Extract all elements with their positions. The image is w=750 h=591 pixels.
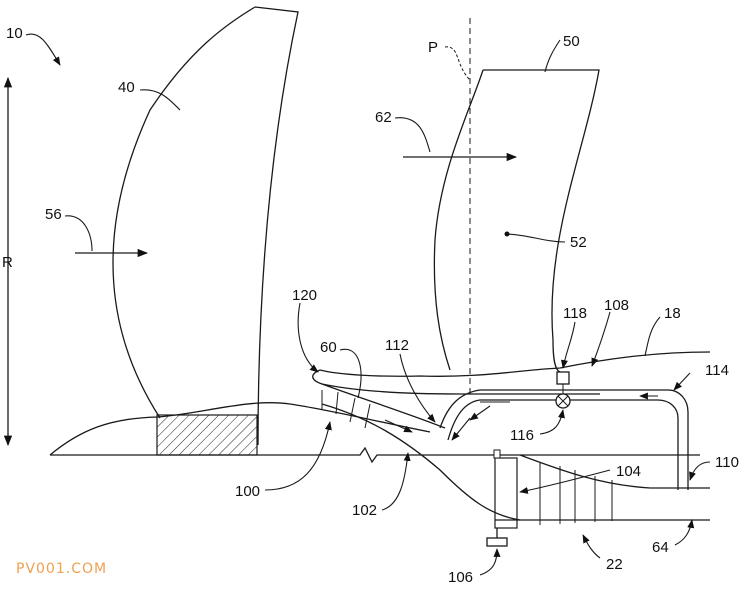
ref-118: 118 bbox=[563, 305, 587, 322]
flow-arrow-bleed-1 bbox=[673, 372, 691, 391]
ref-56: 56 bbox=[45, 206, 62, 223]
inlet-duct-upper bbox=[321, 383, 446, 429]
ref-64: 64 bbox=[652, 539, 669, 556]
leader-50 bbox=[544, 39, 561, 73]
flow-arrow-bleed-3 bbox=[469, 405, 491, 421]
fan-blade bbox=[112, 6, 299, 446]
ref-40: 40 bbox=[118, 79, 135, 96]
valve-actuator-118 bbox=[556, 371, 570, 385]
inlet-strut-4 bbox=[364, 403, 371, 429]
engine-base-line bbox=[50, 446, 425, 464]
ref-60: 60 bbox=[320, 339, 337, 356]
bleed-duct-inner bbox=[447, 399, 679, 490]
ref-112: 112 bbox=[385, 337, 409, 354]
leader-116 bbox=[539, 409, 565, 435]
leader-10 bbox=[25, 33, 61, 66]
compressor-outer bbox=[425, 454, 710, 489]
leader-64 bbox=[674, 519, 695, 546]
inlet-strut-2 bbox=[335, 391, 339, 415]
leader-22 bbox=[582, 534, 601, 559]
leader-18 bbox=[644, 316, 661, 357]
leader-52 bbox=[506, 233, 566, 243]
ref-120: 120 bbox=[292, 287, 317, 304]
ref-50: 50 bbox=[563, 33, 580, 50]
leader-40 bbox=[139, 89, 181, 111]
leader-110 bbox=[689, 461, 711, 481]
actuator-top-stub bbox=[493, 449, 501, 459]
leader-106 bbox=[479, 548, 501, 576]
inlet-duct-lower bbox=[321, 403, 521, 521]
compressor-stage-box bbox=[494, 457, 518, 529]
leader-P bbox=[444, 46, 471, 81]
ref-22: 22 bbox=[606, 556, 623, 573]
blade-root-hatched bbox=[156, 414, 258, 456]
ref-18: 18 bbox=[664, 305, 681, 322]
ref-62: 62 bbox=[375, 109, 392, 126]
watermark: PV001.COM bbox=[16, 561, 107, 577]
inlet-strut-3 bbox=[349, 397, 356, 423]
flow-arrow-inlet-2 bbox=[451, 417, 471, 441]
leader-120 bbox=[297, 302, 319, 373]
leader-112 bbox=[399, 353, 436, 423]
flow-arrow-inlet-1 bbox=[384, 419, 413, 433]
bleed-duct-outer bbox=[439, 389, 689, 490]
ref-108: 108 bbox=[604, 297, 629, 314]
ref-106: 106 bbox=[448, 569, 473, 586]
leader-100 bbox=[264, 421, 332, 491]
leader-102 bbox=[381, 452, 411, 511]
leader-62 bbox=[394, 117, 431, 153]
ref-P: P bbox=[428, 39, 438, 56]
point-52-dot bbox=[504, 231, 510, 237]
leader-108 bbox=[591, 311, 611, 367]
outer-casing bbox=[319, 351, 711, 377]
ref-R: R bbox=[2, 254, 13, 271]
leader-104 bbox=[519, 469, 611, 494]
ref-104: 104 bbox=[616, 463, 641, 480]
leader-60 bbox=[339, 348, 362, 399]
outlet-guide-vane bbox=[433, 69, 600, 373]
ref-114: 114 bbox=[705, 362, 729, 379]
ref-52: 52 bbox=[570, 234, 587, 251]
leader-118 bbox=[561, 321, 576, 369]
actuator-106 bbox=[486, 537, 508, 547]
ref-10: 10 bbox=[6, 25, 23, 42]
ref-116: 116 bbox=[510, 427, 534, 444]
inner-splitter-lip bbox=[312, 369, 600, 395]
valve-cross-b bbox=[557, 395, 569, 407]
leader-56 bbox=[64, 215, 93, 252]
ref-102: 102 bbox=[352, 502, 377, 519]
ref-100: 100 bbox=[235, 483, 260, 500]
ref-110: 110 bbox=[715, 454, 739, 471]
